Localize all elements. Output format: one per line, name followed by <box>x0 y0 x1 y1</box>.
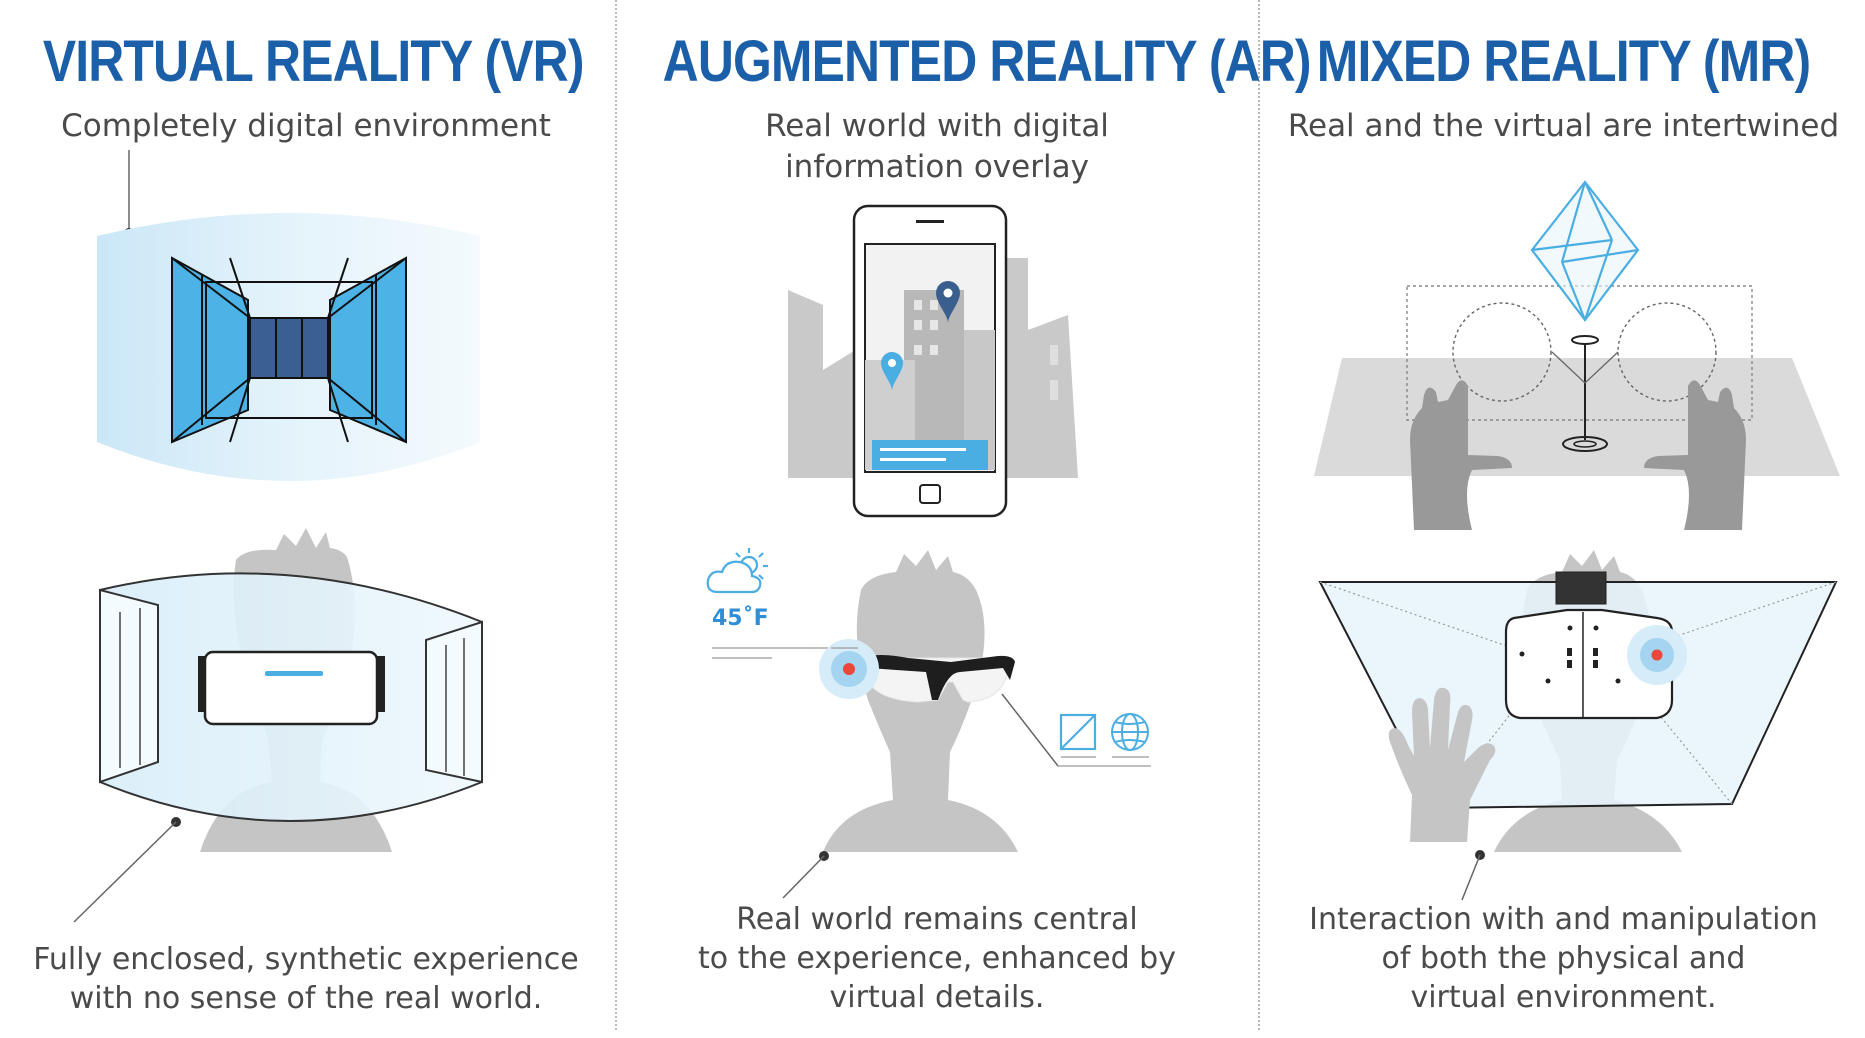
ar-panel: AUGMENTED REALITY (AR) Real world with d… <box>618 0 1312 1038</box>
mr-title: MIXED REALITY (MR) <box>1316 29 1811 94</box>
vr-subtitle: Completely digital environment <box>0 106 612 147</box>
panel-divider-left <box>615 0 617 1030</box>
ar-caption: Real world remains central to the experi… <box>618 900 1256 1017</box>
ar-subtitle: Real world with digital information over… <box>618 106 1256 188</box>
mr-caption-line: of both the physical and <box>1381 941 1746 976</box>
vr-virtual-environment-illustration <box>73 150 483 923</box>
ar-subtitle-line: Real world with digital <box>765 108 1109 144</box>
mr-subtitle-line: Real and the virtual are intertwined <box>1287 108 1840 144</box>
mr-caption-line: virtual environment. <box>1410 980 1717 1015</box>
vr-subtitle-line: Completely digital environment <box>61 108 551 144</box>
vr-title: VIRTUAL REALITY (VR) <box>42 29 585 94</box>
mr-subtitle: Real and the virtual are intertwined <box>1262 106 1865 147</box>
panel-divider-right <box>1258 0 1260 1030</box>
ar-title: AUGMENTED REALITY (AR) <box>662 29 1312 94</box>
ar-caption-line: virtual details. <box>829 980 1045 1015</box>
weather-temperature: 45˚F <box>712 606 769 631</box>
vr-caption-line: Fully enclosed, synthetic experience <box>33 942 579 977</box>
globe-icon <box>1111 713 1149 751</box>
mr-caption: Interaction with and manipulation of bot… <box>1262 900 1865 1017</box>
vr-caption: Fully enclosed, synthetic experience wit… <box>0 940 612 1018</box>
ar-caption-line: Real world remains central <box>736 902 1138 937</box>
location-pin-icon <box>936 281 960 323</box>
ar-subtitle-line: information overlay <box>785 149 1089 185</box>
location-pin-icon <box>881 352 903 391</box>
ar-phone-city-illustration <box>788 204 1078 518</box>
vr-panel: VIRTUAL REALITY (VR) Completely digital … <box>0 0 612 1038</box>
octahedron-icon <box>1530 180 1640 322</box>
ar-glasses-head-illustration: 45˚F <box>706 548 1151 899</box>
mr-caption-line: Interaction with and manipulation <box>1309 902 1818 937</box>
ar-caption-line: to the experience, enhanced by <box>698 941 1176 976</box>
mr-panel: MIXED REALITY (MR) Real and the virtual … <box>1262 0 1865 1038</box>
vr-caption-line: with no sense of the real world. <box>69 981 543 1016</box>
mr-hands-hologram-illustration <box>1314 180 1840 530</box>
image-icon <box>1059 713 1097 751</box>
cloud-sun-icon <box>706 548 768 594</box>
mr-headset-head-illustration <box>1318 550 1838 901</box>
